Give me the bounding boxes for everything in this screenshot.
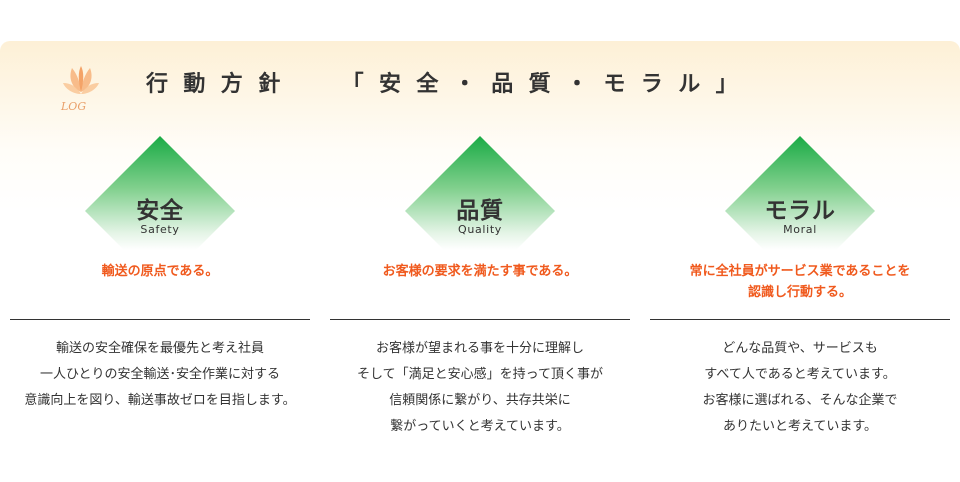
body-line: 繋がっていくと考えています。 xyxy=(390,419,570,434)
body-line: すべて人であると考えています。 xyxy=(704,367,896,382)
policy-column-safety: 安全 Safety 輸送の原点である。 輸送の安全確保を最優先と考え社員 一人ひ… xyxy=(0,136,320,466)
tagline-line: 認識し行動する。 xyxy=(747,285,852,300)
page-title: 行動方針 「安全・品質・モラル」 xyxy=(146,70,753,100)
green-triangle-icon xyxy=(725,136,875,250)
tagline-line: お客様の要求を満たす事である。 xyxy=(382,264,578,279)
policy-column-quality: 品質 Quality お客様の要求を満たす事である。 お客様が望まれる事を十分に… xyxy=(320,136,640,466)
column-body: お客様が望まれる事を十分に理解し そして「満足と安心感」を持って頂く事が 信頼関… xyxy=(320,336,640,440)
body-line: 一人ひとりの安全輸送･安全作業に対する xyxy=(39,367,281,382)
body-line: そして「満足と安心感」を持って頂く事が xyxy=(357,367,603,382)
heading-title: 行動方針 xyxy=(146,72,296,97)
body-line: ありたいと考えています。 xyxy=(722,419,878,434)
body-line: 意識向上を図り、輸送事故ゼロを目指します。 xyxy=(24,393,296,408)
column-body: 輸送の安全確保を最優先と考え社員 一人ひとりの安全輸送･安全作業に対する 意識向… xyxy=(0,336,320,414)
column-tagline: 輸送の原点である。 xyxy=(0,261,320,282)
column-tagline: 常に全社員がサービス業であることを 認識し行動する。 xyxy=(640,261,960,303)
column-subtitle: Moral xyxy=(783,223,817,236)
divider xyxy=(650,319,950,320)
column-title: 品質 xyxy=(456,198,504,224)
heading-subtitle: 「安全・品質・モラル」 xyxy=(341,72,754,97)
column-tagline: お客様の要求を満たす事である。 xyxy=(320,261,640,282)
column-title: モラル xyxy=(764,198,836,224)
leaf-logo-icon: LOG xyxy=(60,66,99,113)
column-body: どんな品質や、サービスも すべて人であると考えています。 お客様に選ばれる、そん… xyxy=(640,336,960,440)
divider xyxy=(10,319,310,320)
policy-column-moral: モラル Moral 常に全社員がサービス業であることを 認識し行動する。 どんな… xyxy=(640,136,960,466)
header-panel xyxy=(0,41,960,482)
column-title: 安全 xyxy=(136,198,184,224)
body-line: 信頼関係に繋がり、共存共栄に xyxy=(389,393,571,408)
column-subtitle: Quality xyxy=(458,223,502,236)
tagline-line: 輸送の原点である。 xyxy=(101,264,219,279)
divider xyxy=(330,319,630,320)
body-line: 輸送の安全確保を最優先と考え社員 xyxy=(55,341,264,356)
logo-text: LOG xyxy=(60,100,86,113)
body-line: お客様が望まれる事を十分に理解し xyxy=(375,341,584,356)
green-triangle-icon xyxy=(85,136,235,250)
body-line: どんな品質や、サービスも xyxy=(722,341,878,356)
column-subtitle: Safety xyxy=(140,223,180,236)
body-line: お客様に選ばれる、そんな企業で xyxy=(702,393,898,408)
green-triangle-icon xyxy=(405,136,555,250)
tagline-line: 常に全社員がサービス業であることを xyxy=(689,264,911,279)
